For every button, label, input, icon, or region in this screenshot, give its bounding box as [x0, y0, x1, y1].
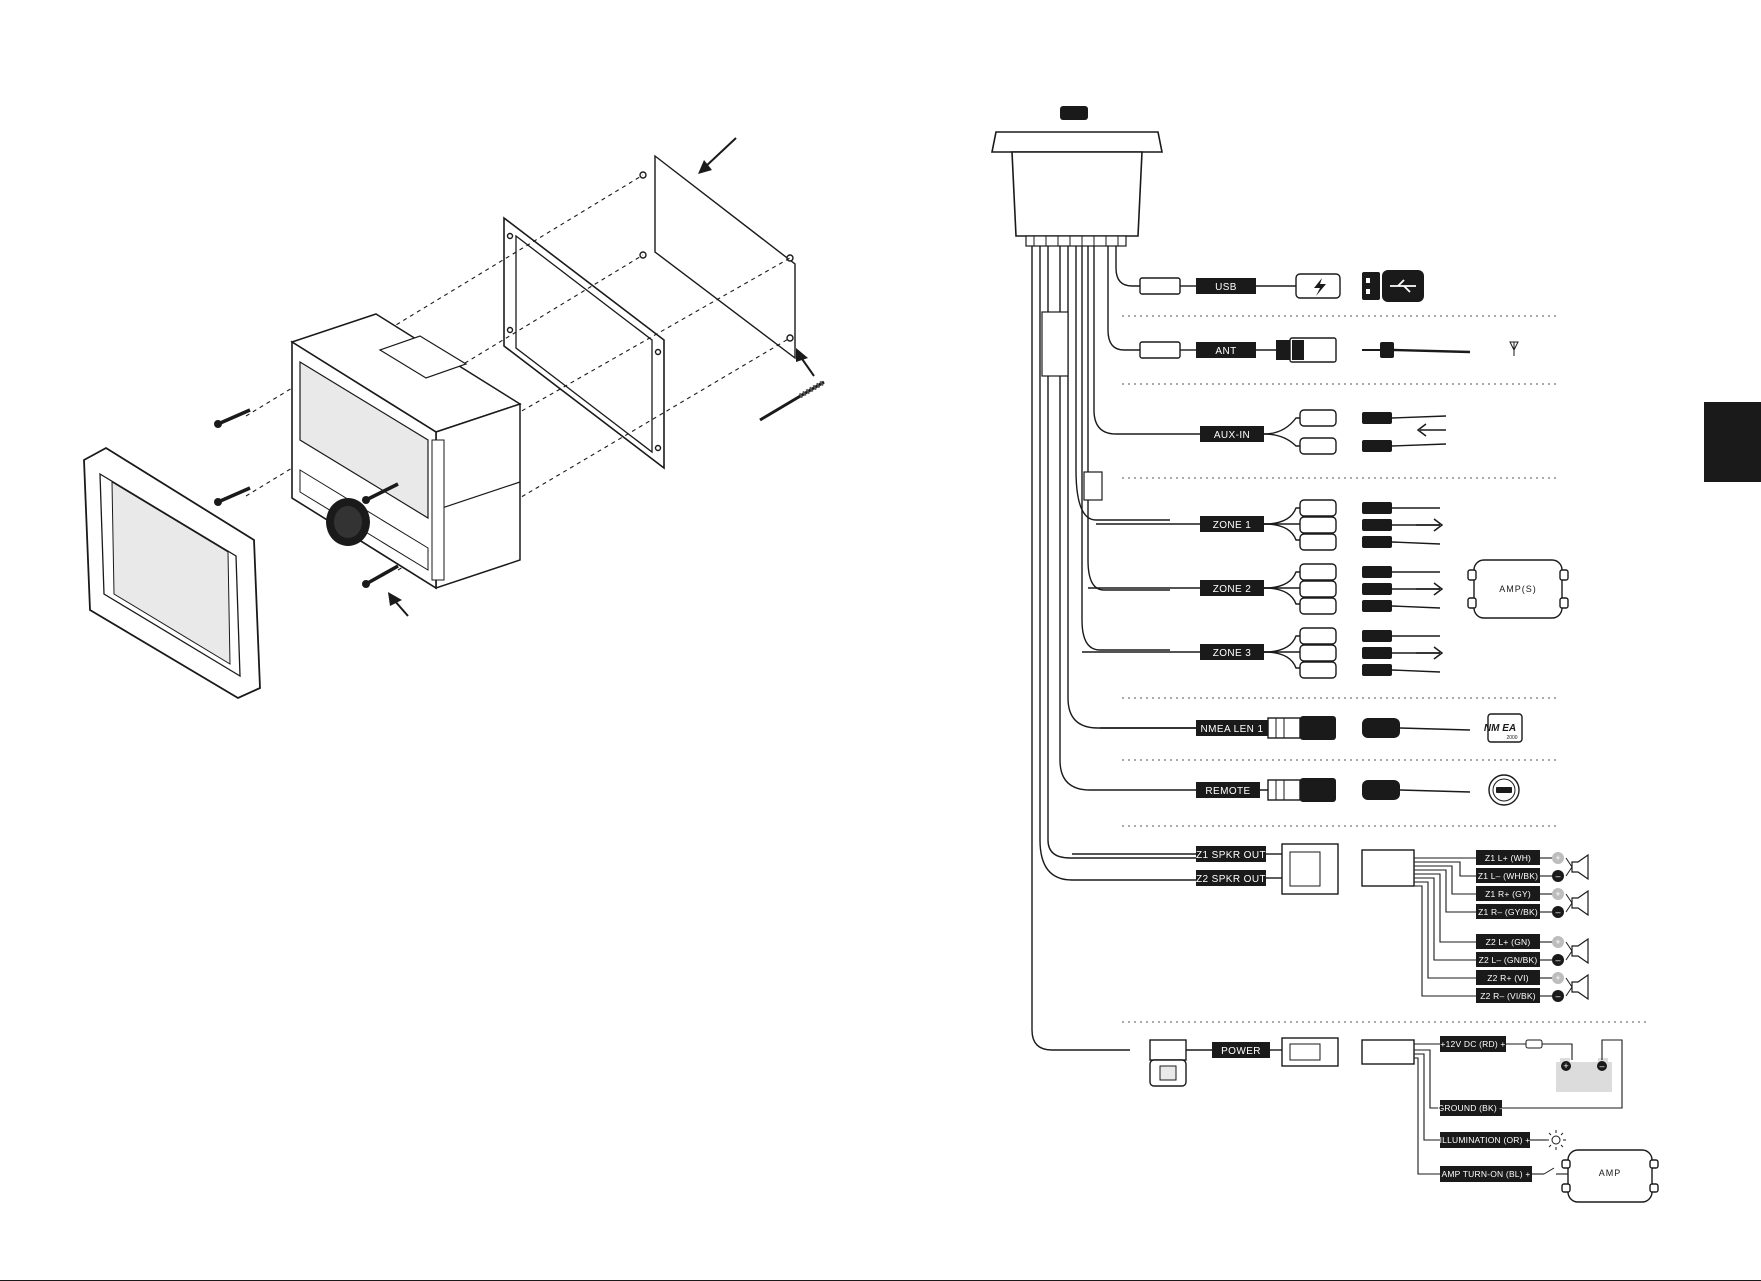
speaker-wire-row: Z2 L– (GN/BK) – — [1476, 952, 1564, 967]
speaker-wire-row: Z1 R– (GY/BK) – — [1476, 904, 1564, 919]
zone3-label: ZONE 3 — [1213, 648, 1252, 659]
ant-label: ANT — [1215, 346, 1236, 357]
polarity-sign: + — [1555, 937, 1560, 947]
aux-in-connector: AUX-IN — [1200, 410, 1446, 454]
nmea-connector: NMEA LEN 1 NM EA 2000 — [1100, 714, 1522, 742]
speaker-wire-row: Z2 R– (VI/BK) – — [1476, 988, 1564, 1003]
polarity-sign: – — [1555, 871, 1560, 881]
rca-plug — [1362, 412, 1446, 424]
polarity-sign: – — [1555, 991, 1560, 1001]
amp-small-label: AMP — [1599, 1168, 1622, 1178]
remote-connector: REMOTE — [1196, 775, 1519, 805]
aux-in-label: AUX-IN — [1214, 430, 1250, 441]
wiring-diagram: USB ANT — [992, 106, 1658, 1202]
amp-turn-on-wire: AMP TURN-ON (BL) + AMP — [1440, 1150, 1658, 1202]
light-bulb-icon — [1546, 1130, 1566, 1150]
speaker-wire-label: Z1 L+ (WH) — [1485, 853, 1531, 863]
section-tab — [1704, 402, 1761, 482]
nmea-logo-text: NM EA — [1484, 723, 1516, 734]
zone2-connector: ZONE 2 — [1200, 564, 1442, 614]
antenna-connector: ANT — [1140, 338, 1518, 362]
polarity-sign: – — [1555, 907, 1560, 917]
speaker-icon — [1572, 975, 1588, 999]
speaker-out-connectors: Z1 SPKR OUT Z2 SPKR OUT — [1072, 844, 1414, 894]
switch-icon — [1544, 1168, 1554, 1174]
speaker-wire-row: Z1 L+ (WH) + — [1476, 850, 1564, 865]
speaker-wire-label: Z2 L– (GN/BK) — [1479, 955, 1538, 965]
head-unit-rear — [992, 106, 1162, 246]
nmea-2000-logo: NM EA 2000 — [1484, 714, 1522, 742]
speaker-wire-label: Z2 R– (VI/BK) — [1480, 991, 1536, 1001]
batt-label: +12V DC (RD) + — [1440, 1039, 1505, 1049]
drill-arrow — [796, 348, 814, 376]
usb-label: USB — [1215, 282, 1237, 293]
nmea-logo-sub: 2000 — [1506, 735, 1517, 741]
drill-bit — [760, 382, 824, 420]
polarity-sign: + — [1555, 853, 1560, 863]
speaker-wire-label: Z1 L– (WH/BK) — [1478, 871, 1538, 881]
remote-knob-icon — [1489, 775, 1519, 805]
ground-label: GROUND (BK) – — [1438, 1103, 1505, 1113]
illum-label: ILLUMINATION (OR) + — [1440, 1135, 1531, 1145]
speaker-wire-label: Z2 L+ (GN) — [1486, 937, 1531, 947]
rca-plug — [1362, 440, 1446, 452]
speaker-wire-list — [1414, 858, 1476, 996]
power-wires — [1414, 1044, 1440, 1174]
arrow-left-icon — [1418, 424, 1446, 436]
arrow-right-icon — [1416, 583, 1442, 595]
illumination-wire: ILLUMINATION (OR) + — [1440, 1130, 1566, 1150]
amp-block: AMP(S) — [1468, 560, 1568, 618]
usb-connector: USB — [1140, 270, 1424, 302]
battery-wire: +12V DC (RD) + + – — [1440, 1036, 1622, 1108]
polarity-sign: + — [1555, 973, 1560, 983]
amp-on-label: AMP TURN-ON (BL) + — [1441, 1169, 1530, 1179]
power-label: POWER — [1221, 1046, 1261, 1057]
mounting-surface — [640, 156, 795, 358]
speaker-icon — [1572, 855, 1588, 879]
battery-icon: + – — [1556, 1058, 1612, 1092]
speaker-icon — [1572, 891, 1588, 915]
arrow-right-icon — [1416, 519, 1442, 531]
antenna-icon — [1510, 342, 1518, 356]
speaker-wire-row: Z1 R+ (GY) + — [1476, 886, 1564, 901]
head-unit-body — [292, 314, 520, 588]
battery-plus: + — [1563, 1061, 1568, 1071]
speaker-wire-row: Z1 L– (WH/BK) – — [1476, 868, 1564, 883]
power-connector: POWER — [1150, 1038, 1414, 1086]
front-bezel — [84, 448, 260, 698]
amp-small-block: AMP — [1562, 1150, 1658, 1202]
insert-arrow-screw — [388, 592, 408, 616]
insert-arrow-wall — [698, 138, 736, 174]
zone2-label: ZONE 2 — [1213, 584, 1252, 595]
zone3-connector: ZONE 3 — [1200, 628, 1442, 678]
z1-spkr-label: Z1 SPKR OUT — [1196, 850, 1266, 861]
speaker-wire-label: Z1 R+ (GY) — [1485, 889, 1531, 899]
arrow-right-icon — [1416, 647, 1442, 659]
speaker-icon — [1572, 939, 1588, 963]
speaker-wire-label: Z2 R+ (VI) — [1487, 973, 1528, 983]
ground-wire: GROUND (BK) – — [1438, 1100, 1505, 1116]
amp-block-label: AMP(S) — [1499, 584, 1537, 594]
nmea-label: NMEA LEN 1 — [1201, 724, 1264, 735]
speaker-wire-label: Z1 R– (GY/BK) — [1478, 907, 1538, 917]
polarity-sign: + — [1555, 889, 1560, 899]
exploded-mounting-view — [84, 138, 824, 698]
speaker-wire-row: Z2 L+ (GN) + — [1476, 934, 1564, 949]
zone1-connector: ZONE 1 — [1096, 500, 1442, 550]
remote-label: REMOTE — [1205, 786, 1250, 797]
battery-minus: – — [1599, 1061, 1604, 1071]
zone1-label: ZONE 1 — [1213, 520, 1252, 531]
z2-spkr-label: Z2 SPKR OUT — [1196, 874, 1266, 885]
polarity-sign: – — [1555, 955, 1560, 965]
speaker-wire-row: Z2 R+ (VI) + — [1476, 970, 1564, 985]
